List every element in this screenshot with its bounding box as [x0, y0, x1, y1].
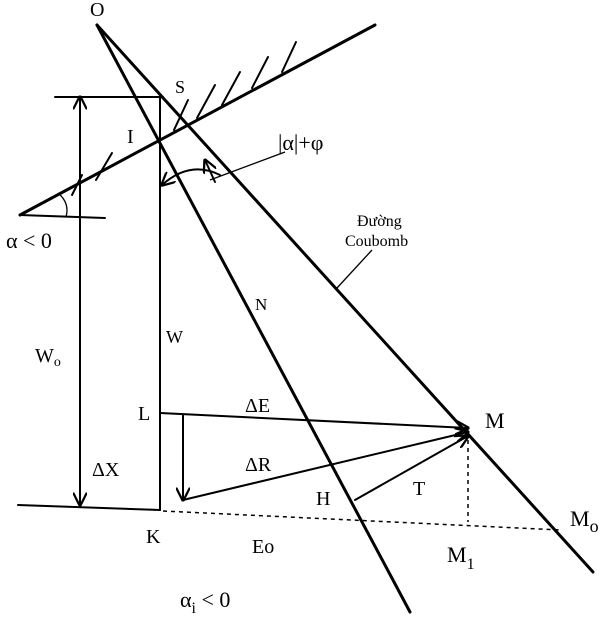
rupture-plane-line	[95, 23, 412, 614]
delta-r-label: ΔR	[245, 454, 272, 476]
base-line	[17, 504, 161, 511]
alpha-phi-leader	[209, 151, 286, 181]
wo-label: Wo	[35, 345, 61, 370]
eo-label: Eo	[252, 536, 274, 558]
t-vector	[354, 436, 468, 501]
point-O-label: O	[90, 0, 104, 21]
ground-hatching	[71, 41, 297, 196]
point-I-label: I	[127, 126, 134, 148]
t-label: T	[413, 478, 425, 500]
point-H-label: H	[316, 488, 330, 510]
horizontal-reference-line	[19, 214, 106, 219]
alpha-angle-arc	[57, 192, 68, 218]
w-label: W	[166, 327, 183, 347]
point-N-label: N	[255, 295, 267, 314]
ground-surface-line	[18, 23, 377, 217]
alpha-phi-label: |α|+φ	[278, 130, 323, 155]
point-K-label: K	[146, 526, 161, 548]
coulomb-line	[95, 23, 595, 574]
alpha-i-condition-label: αi < 0	[180, 587, 230, 617]
delta-x-label: ΔX	[92, 459, 120, 481]
point-S-label: S	[175, 77, 185, 97]
point-Mo-label: Mo	[570, 506, 599, 536]
coulomb-leader	[336, 249, 373, 289]
delta-e-label: ΔE	[245, 395, 270, 417]
point-M1-label: M1	[447, 542, 475, 573]
alpha-condition-label: α < 0	[6, 228, 52, 253]
k-mo-dashed-line	[162, 510, 561, 531]
point-L-label: L	[138, 403, 150, 425]
alpha-phi-tick	[205, 160, 215, 183]
coubomb-label: Coubomb	[345, 233, 408, 250]
duong-label: Đường	[357, 213, 402, 230]
point-M-label: M	[485, 408, 505, 433]
delta-e-vector	[159, 412, 468, 428]
delta-r-vector	[182, 432, 468, 501]
